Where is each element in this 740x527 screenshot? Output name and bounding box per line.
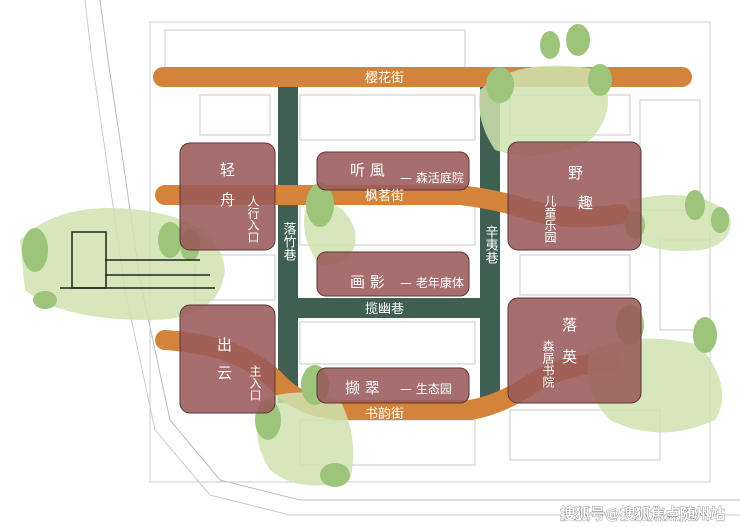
chuyun-desc: 主入口 xyxy=(248,365,262,401)
watermark: 搜狐号@搜狐焦点随州站 xyxy=(560,505,725,523)
yequ-name-a: 野 xyxy=(568,164,583,182)
xiecui-name: 撷 翠 xyxy=(345,379,380,397)
road-lanyou: 揽幽巷 xyxy=(365,301,404,317)
luoying-desc: 森居书院 xyxy=(541,339,555,388)
zone-xiecui xyxy=(316,367,470,404)
zone-chuyun xyxy=(179,304,276,414)
zones xyxy=(179,141,642,414)
yequ-desc: 儿童乐园 xyxy=(543,195,557,244)
road-fengming: 枫茗街 xyxy=(365,189,404,204)
xiecui-desc: — 生态园 xyxy=(400,382,452,396)
qingzhou-desc: 人行入口 xyxy=(246,195,260,243)
luoying-name-a: 落 xyxy=(562,316,577,334)
road-luozhu: 落竹巷 xyxy=(281,222,297,261)
luoying-name-b: 英 xyxy=(562,348,577,366)
yequ-name-b: 趣 xyxy=(578,194,593,212)
tingfeng-name: 听 風 xyxy=(350,161,385,179)
huaying-desc: — 老年康体 xyxy=(400,275,464,290)
green-lanes xyxy=(278,85,500,403)
road-shuyun: 书韵街 xyxy=(365,407,404,422)
road-xinyi: 辛夷巷 xyxy=(483,225,499,264)
tingfeng-desc: — 森活庭院 xyxy=(400,170,464,185)
qingzhou-name-b: 舟 xyxy=(220,191,235,209)
huaying-name: 画 影 xyxy=(350,273,385,291)
zone-yequ xyxy=(507,141,642,251)
gate-icon xyxy=(60,231,215,289)
chuyun-name-a: 出 xyxy=(217,336,232,354)
zone-huaying xyxy=(316,251,470,297)
road-yinghua: 樱花街 xyxy=(365,70,404,86)
zone-tingfeng xyxy=(316,151,470,191)
zone-qingzhou xyxy=(179,142,276,251)
zone-luoying xyxy=(507,297,642,404)
chuyun-name-b: 云 xyxy=(217,364,232,382)
qingzhou-name-a: 轻 xyxy=(220,161,235,179)
